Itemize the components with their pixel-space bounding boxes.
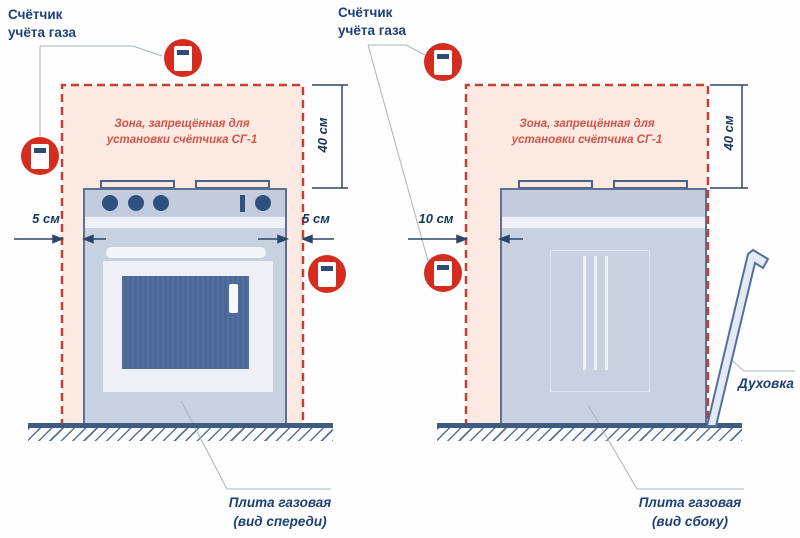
floor-hatching-left (28, 428, 333, 441)
oven-door-handle (105, 246, 267, 259)
stove-trim-stripe (85, 217, 285, 228)
meter-icon-display (437, 264, 449, 270)
stove-side-trim-stripe (502, 217, 705, 228)
meter-icon-body (31, 143, 49, 169)
gas-meter-icon (424, 43, 462, 81)
opened-oven-door (705, 248, 770, 427)
prohibited-zone-text-side: Зона, запрещённая для установки счётчика… (511, 118, 663, 146)
meter-icon-body (318, 261, 336, 287)
dimension-label-10cm: 10 см (418, 211, 454, 226)
meter-icon-display (34, 147, 46, 153)
floor-hatching-right (437, 428, 742, 441)
gas-meter-icon (164, 39, 202, 77)
dimension-label-40cm-side: 40 см (721, 115, 736, 151)
prohibited-zone-text-front: Зона, запрещённая для установки счётчика… (106, 118, 258, 146)
gas-meter-icon (21, 137, 59, 175)
vent-slit (605, 256, 608, 370)
stove-knob (128, 195, 144, 211)
gas-meter-label-side-view: Счётчик учёта газа (338, 5, 407, 38)
stove-knob (102, 195, 118, 211)
stove-panel-divider (240, 195, 245, 212)
meter-icon-body (174, 45, 192, 71)
dimension-label-5cm-right: 5 см (302, 211, 330, 226)
meter-icon-display (177, 49, 189, 55)
gas-meter-icon (424, 254, 462, 292)
meter-icon-body (434, 49, 452, 75)
dimension-label-40cm-front: 40 см (315, 117, 330, 153)
stove-side-panel (502, 190, 705, 216)
vent-slit (594, 256, 597, 370)
meter-icon-display (437, 53, 449, 59)
stove-side-inner-panel (550, 250, 650, 392)
stove-knob (255, 195, 271, 211)
caption-stove-side-view: Плита газовая (вид сбоку) (638, 495, 742, 529)
gas-meter-label-front-view: Счётчик учёта газа (8, 7, 77, 40)
gas-meter-icon (308, 255, 346, 293)
stove-knob (153, 195, 169, 211)
caption-stove-front-view: Плита газовая (вид спереди) (228, 495, 332, 529)
oven-door-label: Духовка (738, 376, 794, 391)
dimension-label-5cm-left: 5 см (32, 211, 60, 226)
meter-icon-body (434, 260, 452, 286)
oven-window-highlight (229, 284, 238, 313)
vent-slit (583, 256, 586, 370)
meter-icon-display (321, 265, 333, 271)
